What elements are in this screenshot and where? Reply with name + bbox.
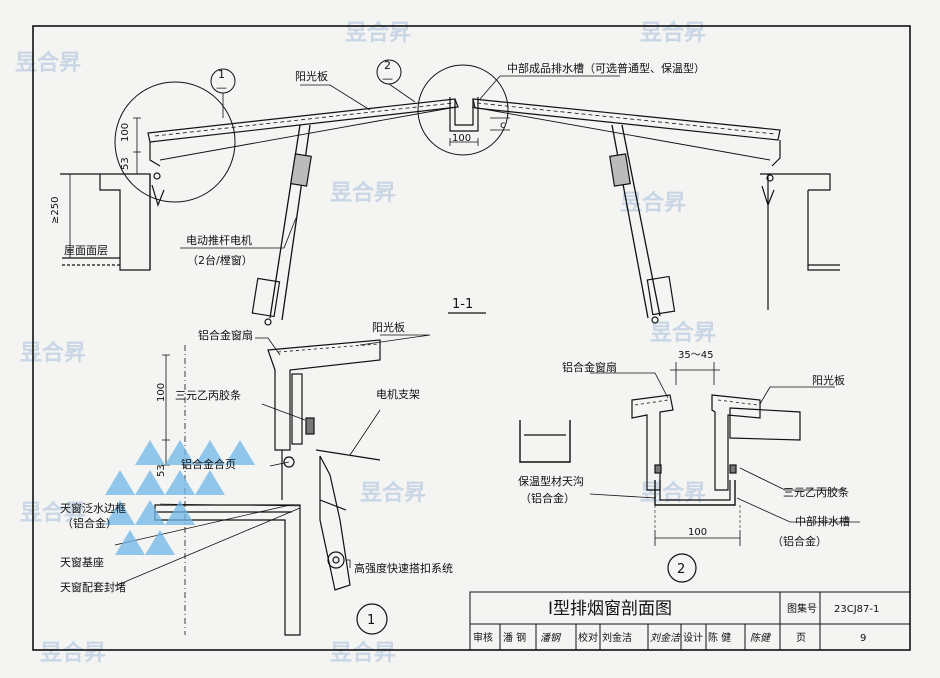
watermark-layer: 昱合昇 昱合昇 昱合昇 昱合昇 昱合昇 昱合昇 昱合昇 昱合昇 昱合昇 昱合昇 … bbox=[15, 20, 716, 666]
d1-label-motor-bracket: 电机支架 bbox=[376, 387, 420, 401]
watermark-text: 昱合昇 bbox=[640, 480, 706, 506]
section-1-1-labels: 1 — 2 — 阳光板 中部成品排水槽（可选普通型、保温型） 屋面面层 电动推杆… bbox=[50, 59, 705, 312]
watermark-text: 昱合昇 bbox=[620, 190, 686, 216]
d1-label-base: 天窗基座 bbox=[60, 555, 104, 569]
section-1-1 bbox=[60, 59, 840, 326]
d2-label-sunlight-panel: 阳光板 bbox=[812, 373, 845, 387]
section-label: 1-1 bbox=[452, 297, 473, 312]
d1-label-flashing-frame-note: （铝合金） bbox=[62, 516, 117, 530]
d1-label-flashing-frame: 天窗泛水边框 bbox=[60, 501, 126, 515]
d2-label-epdm-strip: 三元乙丙胶条 bbox=[783, 485, 849, 499]
title-block bbox=[469, 591, 911, 651]
dim-100-horizontal: 100 bbox=[452, 133, 471, 144]
d2-dim-35-45: 35～45 bbox=[678, 350, 713, 361]
detail-1-marker: 1 bbox=[367, 613, 375, 628]
d1-label-alu-sash: 铝合金窗扇 bbox=[198, 328, 253, 342]
watermark-text: 昱合昇 bbox=[20, 500, 86, 526]
label-motor: 电动推杆电机 bbox=[186, 233, 252, 247]
d1-label-sunlight-panel: 阳光板 bbox=[372, 320, 405, 334]
dim-53: 53 bbox=[120, 157, 131, 170]
d2-label-insulated-gutter-note: （铝合金） bbox=[520, 491, 575, 505]
d1-label-quick-system: 高强度快速搭扣系统 bbox=[354, 561, 453, 575]
label-middle-gutter: 中部成品排水槽（可选普通型、保温型） bbox=[507, 61, 705, 75]
atlas-no-label: 图集号 bbox=[787, 602, 817, 615]
page-number: 9 bbox=[860, 633, 866, 644]
watermark-text: 昱合昇 bbox=[40, 640, 106, 666]
watermark-text: 昱合昇 bbox=[345, 20, 411, 46]
label-motor-note: （2台/樘窗） bbox=[187, 253, 253, 267]
d2-dim-100: 100 bbox=[688, 527, 707, 538]
callout-2-dash: — bbox=[382, 72, 393, 85]
d1-dim-100: 100 bbox=[156, 383, 167, 402]
sheet-border bbox=[32, 25, 911, 651]
d2-label-middle-gutter-note: （铝合金） bbox=[772, 534, 827, 548]
review-signature: 潘钢 bbox=[540, 632, 562, 644]
d2-label-middle-gutter: 中部排水槽 bbox=[795, 514, 850, 528]
d2-label-alu-sash: 铝合金窗扇 bbox=[562, 360, 617, 374]
check-label: 校对 bbox=[578, 631, 598, 644]
detail-2-labels: 铝合金窗扇 35～45 阳光板 保温型材天沟 （铝合金） 三元乙丙胶条 中部排水… bbox=[518, 350, 850, 577]
drawing-title: Ⅰ型排烟窗剖面图 bbox=[548, 599, 672, 619]
label-roof-layer: 屋面面层 bbox=[64, 244, 108, 257]
title-block-text: Ⅰ型排烟窗剖面图 图集号 23CJ87-1 审核 潘 钢 潘钢 校对 刘金洁 刘… bbox=[473, 599, 879, 644]
watermark-text: 昱合昇 bbox=[15, 50, 81, 76]
detail-2-drawing bbox=[519, 362, 860, 583]
callout-1-number: 1 bbox=[218, 68, 225, 81]
page-label: 页 bbox=[796, 632, 806, 644]
design-signature: 陈健 bbox=[750, 632, 772, 644]
review-name: 潘 钢 bbox=[503, 631, 526, 644]
label-sunlight-panel: 阳光板 bbox=[295, 69, 328, 83]
dim-250: ≥250 bbox=[50, 197, 61, 224]
d1-dim-53: 53 bbox=[156, 464, 167, 477]
d2-label-insulated-gutter: 保温型材天沟 bbox=[518, 474, 584, 488]
design-label: 设计 bbox=[683, 631, 703, 644]
design-name: 陈 健 bbox=[708, 631, 731, 644]
d1-label-alu-hinge: 铝合金合页 bbox=[181, 457, 236, 471]
callout-2-number: 2 bbox=[384, 59, 391, 72]
watermark-text: 昱合昇 bbox=[360, 480, 426, 506]
check-signature: 刘金洁 bbox=[650, 632, 682, 644]
watermark-text: 昱合昇 bbox=[20, 340, 86, 366]
dim-100-vertical: 100 bbox=[120, 123, 131, 142]
watermark-text: 昱合昇 bbox=[330, 180, 396, 206]
detail-1-labels: 铝合金窗扇 阳光板 三元乙丙胶条 电机支架 铝合金合页 天窗泛水边框 （铝合金）… bbox=[60, 320, 453, 628]
brand-logo bbox=[105, 440, 255, 555]
review-label: 审核 bbox=[473, 631, 493, 644]
d1-label-sealing: 天窗配套封堵 bbox=[60, 580, 126, 594]
watermark-text: 昱合昇 bbox=[640, 20, 706, 46]
watermark-text: 昱合昇 bbox=[650, 320, 716, 346]
detail-2-marker: 2 bbox=[677, 562, 685, 577]
callout-1-dash: — bbox=[216, 81, 227, 94]
dim-c: c bbox=[500, 120, 506, 131]
check-name: 刘金洁 bbox=[602, 631, 632, 644]
watermark-text: 昱合昇 bbox=[330, 640, 396, 666]
atlas-no: 23CJ87-1 bbox=[834, 604, 879, 615]
d1-label-epdm-strip: 三元乙丙胶条 bbox=[175, 388, 241, 402]
